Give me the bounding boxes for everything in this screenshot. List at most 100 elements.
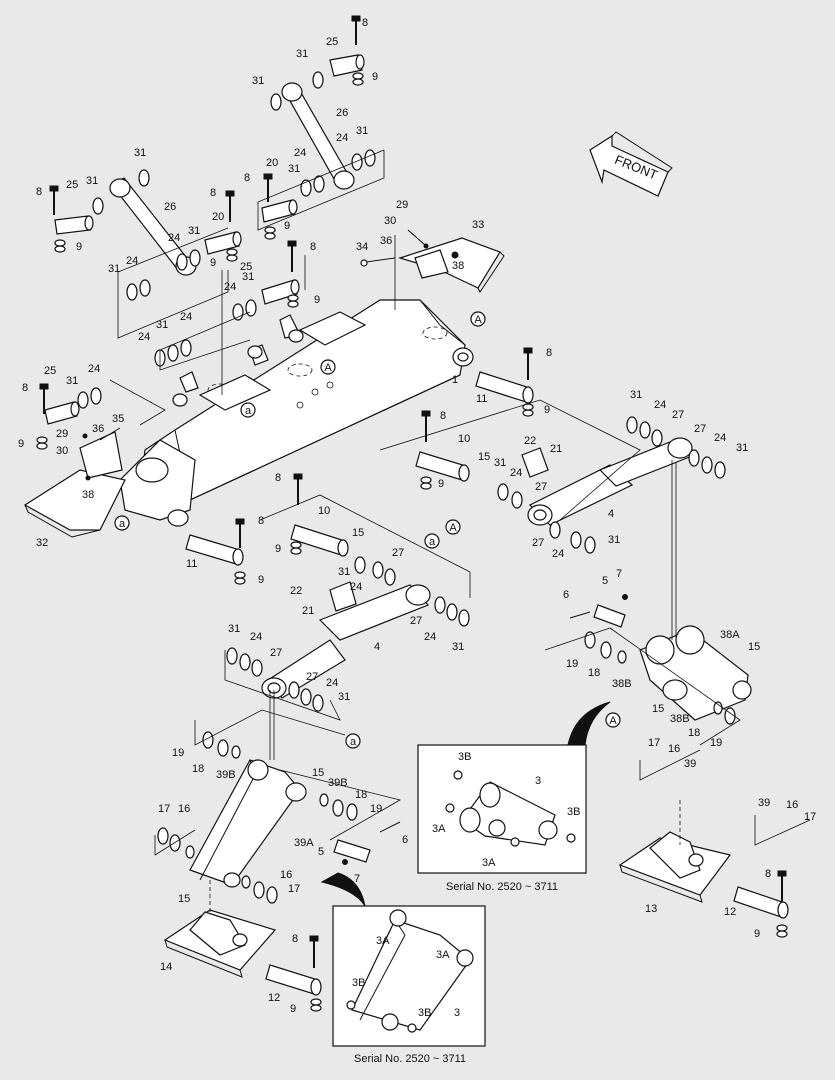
svg-text:10: 10: [458, 433, 470, 445]
svg-text:18: 18: [588, 667, 600, 679]
svg-text:38A: 38A: [720, 629, 740, 641]
svg-text:34: 34: [356, 241, 368, 253]
svg-text:9: 9: [372, 71, 378, 83]
svg-text:24: 24: [224, 281, 236, 293]
svg-text:31: 31: [630, 389, 642, 401]
svg-text:24: 24: [88, 363, 100, 375]
svg-text:3A: 3A: [432, 823, 446, 835]
svg-text:26: 26: [164, 201, 176, 213]
svg-text:39B: 39B: [328, 777, 348, 789]
svg-text:20: 20: [266, 157, 278, 169]
boom-arm: [119, 299, 474, 527]
svg-text:8: 8: [546, 347, 552, 359]
svg-text:9: 9: [544, 404, 550, 416]
svg-text:31: 31: [338, 691, 350, 703]
svg-text:9: 9: [18, 438, 24, 450]
svg-text:8: 8: [362, 17, 368, 29]
svg-text:7: 7: [616, 568, 622, 580]
svg-text:3B: 3B: [352, 977, 365, 989]
svg-text:3B: 3B: [418, 1007, 431, 1019]
svg-text:9: 9: [754, 928, 760, 940]
svg-text:a: a: [245, 405, 252, 417]
svg-text:27: 27: [535, 481, 547, 493]
svg-text:5: 5: [602, 575, 608, 587]
svg-text:24: 24: [138, 331, 150, 343]
svg-text:38B: 38B: [612, 678, 632, 690]
link-26-right: [281, 82, 355, 190]
svg-text:24: 24: [714, 432, 726, 444]
svg-text:24: 24: [168, 232, 180, 244]
svg-text:24: 24: [180, 311, 192, 323]
svg-text:31: 31: [156, 319, 168, 331]
svg-text:8: 8: [310, 241, 316, 253]
svg-text:A: A: [474, 314, 482, 326]
svg-text:12: 12: [724, 906, 736, 918]
svg-text:36: 36: [380, 235, 392, 247]
svg-text:24: 24: [126, 255, 138, 267]
svg-text:31: 31: [494, 457, 506, 469]
svg-text:7: 7: [354, 873, 360, 885]
svg-text:8: 8: [244, 172, 250, 184]
svg-text:39: 39: [684, 758, 696, 770]
svg-text:39A: 39A: [294, 837, 314, 849]
svg-text:38: 38: [82, 489, 94, 501]
svg-text:15: 15: [352, 527, 364, 539]
svg-text:31: 31: [608, 534, 620, 546]
svg-text:24: 24: [424, 631, 436, 643]
svg-text:A: A: [324, 362, 332, 374]
svg-text:1: 1: [452, 374, 458, 386]
cylinder-4-lower: [226, 556, 470, 712]
svg-text:27: 27: [392, 547, 404, 559]
nuts: [36, 72, 788, 1012]
cover-plate-33: [397, 237, 505, 293]
svg-text:17: 17: [288, 883, 300, 895]
small-hardware: [82, 229, 459, 481]
svg-text:31: 31: [452, 641, 464, 653]
inset-box-right: Serial No. 2520 ~ 3711 3B 3 3B 3A 3A: [417, 701, 611, 893]
svg-text:29: 29: [396, 199, 408, 211]
svg-text:31: 31: [242, 271, 254, 283]
svg-text:3: 3: [454, 1007, 460, 1019]
svg-text:4: 4: [608, 508, 614, 520]
svg-text:22: 22: [524, 435, 536, 447]
bolts: [39, 15, 787, 968]
svg-text:38: 38: [452, 260, 464, 272]
ref-markers: A A a a a A a A: [114, 311, 621, 749]
svg-text:14: 14: [160, 961, 172, 973]
shoe-14: [163, 909, 277, 978]
svg-text:19: 19: [710, 737, 722, 749]
cylinder-4-upper: [497, 416, 726, 554]
svg-text:19: 19: [370, 803, 382, 815]
svg-text:31: 31: [736, 442, 748, 454]
cover-plate-32: [23, 431, 126, 538]
svg-text:11: 11: [186, 558, 197, 570]
svg-text:8: 8: [258, 515, 264, 527]
svg-text:3A: 3A: [482, 857, 496, 869]
svg-text:a: a: [119, 518, 126, 530]
svg-text:31: 31: [134, 147, 146, 159]
svg-text:6: 6: [402, 834, 408, 846]
svg-text:17: 17: [804, 811, 816, 823]
svg-text:18: 18: [355, 789, 367, 801]
svg-text:33: 33: [472, 219, 484, 231]
svg-text:21: 21: [302, 605, 314, 617]
svg-text:15: 15: [312, 767, 324, 779]
svg-text:9: 9: [210, 257, 216, 269]
svg-text:32: 32: [36, 537, 48, 549]
svg-text:8: 8: [292, 933, 298, 945]
svg-text:20: 20: [212, 211, 224, 223]
svg-text:39B: 39B: [216, 769, 236, 781]
svg-text:25: 25: [326, 36, 338, 48]
svg-text:8: 8: [440, 410, 446, 422]
svg-text:17: 17: [158, 803, 170, 815]
svg-text:27: 27: [270, 647, 282, 659]
callout-labels: 1 3 4 4 5 5 6 6 7 7 8 8 8 8 8 8 8 8 8 8 …: [18, 17, 816, 1015]
svg-text:13: 13: [645, 903, 657, 915]
svg-text:16: 16: [178, 803, 190, 815]
svg-text:9: 9: [314, 294, 320, 306]
svg-text:25: 25: [44, 365, 56, 377]
svg-text:a: a: [429, 536, 436, 548]
inset-box-bottom: Serial No. 2520 ~ 3711 3A 3A 3B 3B 3: [320, 872, 486, 1065]
